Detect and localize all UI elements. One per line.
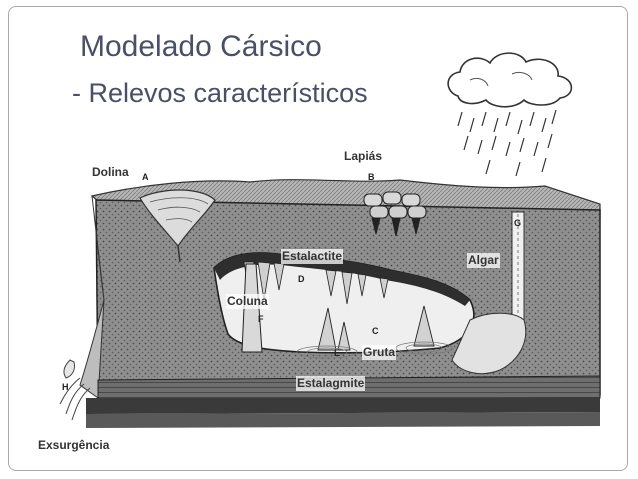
dolina-depression (139, 189, 216, 263)
letter-markers: A B C D E F G H (62, 172, 521, 392)
marker-h: H (62, 382, 69, 392)
label-coluna: Coluna (226, 294, 269, 309)
marker-b: B (368, 172, 375, 182)
label-estalagmite: Estalagmite (296, 376, 366, 391)
label-algar: Algar (467, 253, 500, 268)
underground-channel (451, 312, 527, 375)
marker-f: F (258, 314, 264, 324)
label-dolina: Dolina (92, 165, 129, 179)
label-estalactite: Estalactite (281, 249, 344, 264)
label-lapias: Lapiás (344, 149, 383, 163)
marker-c: C (372, 326, 379, 336)
algar-shaft (511, 211, 525, 321)
cloud-icon (447, 52, 573, 108)
label-gruta: Gruta (362, 345, 397, 360)
label-exsurgencia: Exsurgência (38, 438, 110, 452)
exsurgence-spring (59, 359, 91, 421)
slide-frame (8, 6, 628, 471)
marker-a: A (142, 172, 149, 182)
rain-icon (457, 109, 557, 177)
lapias-blocks (363, 191, 427, 237)
marker-g: G (514, 218, 521, 228)
slide-subtitle: - Relevos característicos (72, 78, 368, 108)
marker-e: E (334, 348, 340, 358)
marker-d: D (298, 274, 305, 284)
slide-title: Modelado Cársico (80, 30, 322, 63)
